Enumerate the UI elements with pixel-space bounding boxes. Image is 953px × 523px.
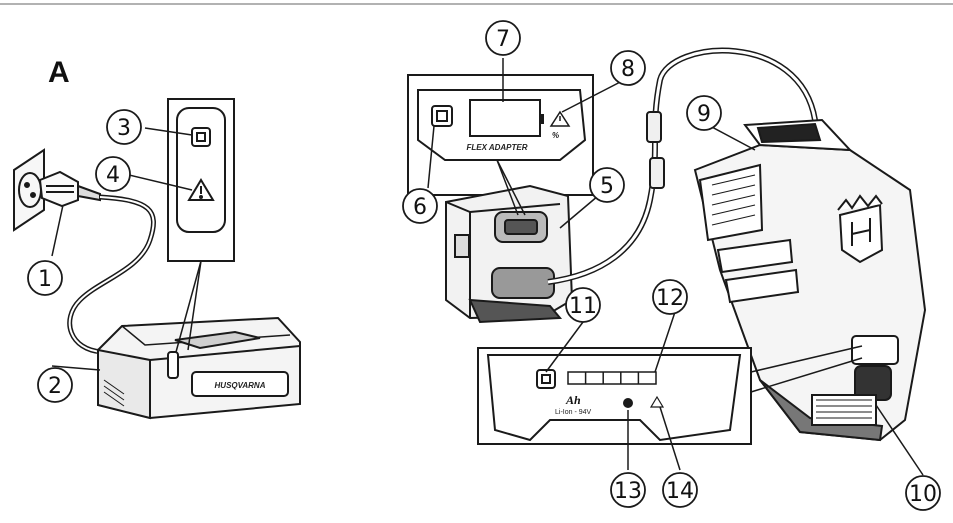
callout-9: 9 [686, 95, 722, 131]
callout-12: 12 [652, 279, 688, 315]
callout-circle [662, 472, 698, 508]
charger-vents [103, 379, 125, 407]
status-led-icon [623, 398, 633, 408]
battery-charger [97, 316, 301, 420]
battery-chemistry: Li-Ion - 94V [555, 409, 592, 416]
callout-number: 12 [656, 286, 684, 311]
adapter-percent-sign: % [552, 131, 559, 140]
warning-triangle-icon [649, 395, 665, 408]
callout-circle [37, 367, 73, 403]
callout-8: 8 [610, 50, 646, 86]
callout-circle [402, 188, 438, 224]
callout-2: 2 [37, 367, 73, 403]
callout-5: 5 [589, 167, 625, 203]
callout-number: 9 [697, 102, 711, 127]
callout-number: 4 [106, 163, 120, 188]
callout-1: 1 [27, 260, 63, 296]
callout-circle [610, 472, 646, 508]
power-plug-icon [38, 170, 101, 208]
callout-circle [589, 167, 625, 203]
callout-number: 2 [48, 374, 62, 399]
charger-cable-highlight [68, 196, 155, 353]
callout-circle [686, 95, 722, 131]
wall-socket-icon [13, 148, 45, 232]
callout-number: 6 [413, 195, 427, 220]
backpack-vents [711, 174, 756, 226]
battery-button-icon [536, 369, 556, 389]
callout-circle [485, 20, 521, 56]
callout-number: 10 [909, 482, 937, 507]
callout-7: 7 [485, 20, 521, 56]
callout-circle [652, 279, 688, 315]
adapter-label: FLEX ADAPTER [466, 143, 527, 152]
callout-circle [610, 50, 646, 86]
callout-number: 1 [38, 267, 52, 292]
callout-11: 11 [565, 287, 601, 323]
callout-number: 14 [666, 479, 694, 504]
battery-button-icon [191, 127, 211, 147]
adapter-button-icon [431, 105, 453, 127]
callout-4: 4 [95, 156, 131, 192]
callout-number: 5 [600, 174, 614, 199]
callout-6: 6 [402, 188, 438, 224]
callout-number: 7 [496, 27, 510, 52]
warning-triangle-icon [187, 178, 215, 201]
cable-connector [646, 111, 665, 189]
callout-number: 8 [621, 57, 635, 82]
callout-circle [106, 109, 142, 145]
callout-13: 13 [610, 472, 646, 508]
callout-14: 14 [662, 472, 698, 508]
panel-label: A [48, 56, 70, 89]
adapter-lcd-display [469, 99, 541, 137]
callout-circle [905, 475, 941, 511]
adapter-warning-icon [549, 110, 571, 127]
flex-adapter [445, 184, 574, 324]
callout-10: 10 [905, 475, 941, 511]
charger-brand-label: HUSQVARNA [215, 381, 266, 390]
callout-3: 3 [106, 109, 142, 145]
battery-capacity-unit: Ah [565, 393, 581, 407]
husqvarna-logo-icon [837, 194, 884, 264]
callout-circle [95, 156, 131, 192]
callout-circle [27, 260, 63, 296]
callout-number: 13 [614, 479, 642, 504]
callout-circle [565, 287, 601, 323]
flex-adapter-display-inset [407, 74, 594, 196]
callout-number: 11 [569, 294, 597, 319]
adapter-lcd-tip [540, 114, 544, 124]
callout-number: 3 [117, 116, 131, 141]
adapter-inset-leader [496, 159, 519, 216]
charge-level-indicator [567, 371, 657, 385]
adapter-inset-leader-2 [496, 159, 526, 216]
